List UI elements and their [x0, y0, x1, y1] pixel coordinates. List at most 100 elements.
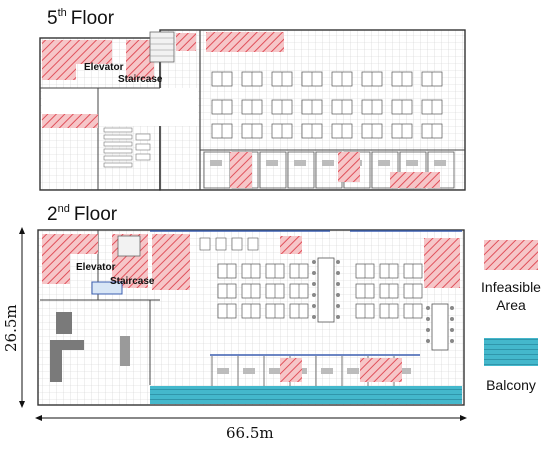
structure-block [120, 336, 130, 366]
office-room [427, 151, 455, 189]
office-desk [321, 368, 333, 374]
office-desk [322, 160, 334, 166]
fifth-infeasible-area [338, 152, 360, 182]
legend-infeasible-label-line2: Area [496, 297, 526, 313]
seat-row [103, 127, 133, 133]
second-infeasible-area [152, 234, 190, 290]
chair [336, 271, 340, 275]
chair [450, 306, 454, 310]
office-desk [347, 368, 359, 374]
width-dimension-label: 66.5m [226, 424, 274, 442]
second-stair-shaft [117, 235, 141, 257]
chair [426, 317, 430, 321]
office-room [287, 151, 315, 189]
chair [312, 293, 316, 297]
fifth-infeasible-area [206, 32, 284, 52]
fifth-staircase-label: Staircase [118, 74, 163, 85]
meeting-table [431, 303, 449, 351]
fifth-infeasible-area [42, 40, 76, 80]
structure-block [56, 312, 72, 334]
second-infeasible-area [280, 358, 302, 382]
chair [312, 282, 316, 286]
fifth-desk-clusters [211, 71, 443, 139]
office-desk [266, 160, 278, 166]
second-staircase-label: Staircase [110, 276, 155, 287]
seat-row [103, 162, 133, 168]
office-desk [294, 160, 306, 166]
fifth-stair-shaft [149, 31, 175, 63]
office-desk [243, 368, 255, 374]
height-dimension-label: 26.5m [2, 304, 20, 352]
legend-infeasible-label-line1: Infeasible [481, 279, 541, 295]
seat-row [135, 153, 151, 161]
chair [312, 271, 316, 275]
meeting-table [317, 257, 335, 323]
small-table [199, 237, 211, 251]
fifth-elevator-label: Elevator [84, 62, 124, 73]
chair [312, 304, 316, 308]
small-table [247, 237, 259, 251]
fifth-stair-steps [150, 37, 174, 57]
chair [312, 315, 316, 319]
seat-row [103, 141, 133, 147]
dimension-height: 26.5m [2, 227, 25, 408]
office-desk [217, 368, 229, 374]
seat-row [135, 133, 151, 141]
fifth-infeasible-area [390, 172, 440, 188]
fifth-floor-plan: Elevator Staircase [39, 29, 466, 191]
office-desk [406, 160, 418, 166]
chair [450, 317, 454, 321]
fifth-lecture-seating [103, 127, 151, 168]
office-desk [399, 368, 411, 374]
second-desk-clusters [217, 263, 423, 319]
fifth-infeasible-area [176, 33, 196, 51]
chair [312, 260, 316, 264]
legend: Infeasible Area Balcony [481, 240, 541, 393]
small-table [215, 237, 227, 251]
legend-infeasible-swatch [484, 240, 538, 270]
office-desk [434, 160, 446, 166]
office-desk [210, 160, 222, 166]
fifth-infeasible-areas [42, 32, 440, 188]
second-elevator-label: Elevator [76, 262, 116, 273]
chair [426, 339, 430, 343]
chair [426, 306, 430, 310]
fifth-infeasible-area [76, 40, 112, 64]
office-room [371, 151, 399, 189]
office-desk [269, 368, 281, 374]
second-infeasible-area [70, 234, 98, 254]
second-meeting-tables [199, 237, 454, 351]
seat-row [103, 134, 133, 140]
chair [336, 315, 340, 319]
chair [336, 282, 340, 286]
fifth-infeasible-area [230, 152, 252, 188]
second-floor-plan: Elevator Staircase [37, 229, 465, 406]
second-infeasible-area [280, 236, 302, 254]
chair [426, 328, 430, 332]
seat-row [103, 148, 133, 154]
office-room [259, 151, 287, 189]
chair [450, 339, 454, 343]
chair [336, 304, 340, 308]
second-balcony-strip [150, 386, 462, 404]
legend-balcony-label: Balcony [486, 377, 536, 393]
small-table [231, 237, 243, 251]
fifth-infeasible-area [126, 40, 154, 80]
legend-balcony-swatch [484, 338, 538, 366]
second-infeasible-area [424, 238, 460, 288]
second-infeasible-area [42, 234, 70, 284]
chair [336, 260, 340, 264]
seat-row [135, 143, 151, 151]
second-window-segments [150, 230, 462, 356]
second-stair-landing [91, 281, 123, 295]
second-structure-blocks [50, 312, 130, 382]
structure-block [62, 340, 84, 350]
fifth-infeasible-area [42, 114, 98, 128]
chair [450, 328, 454, 332]
